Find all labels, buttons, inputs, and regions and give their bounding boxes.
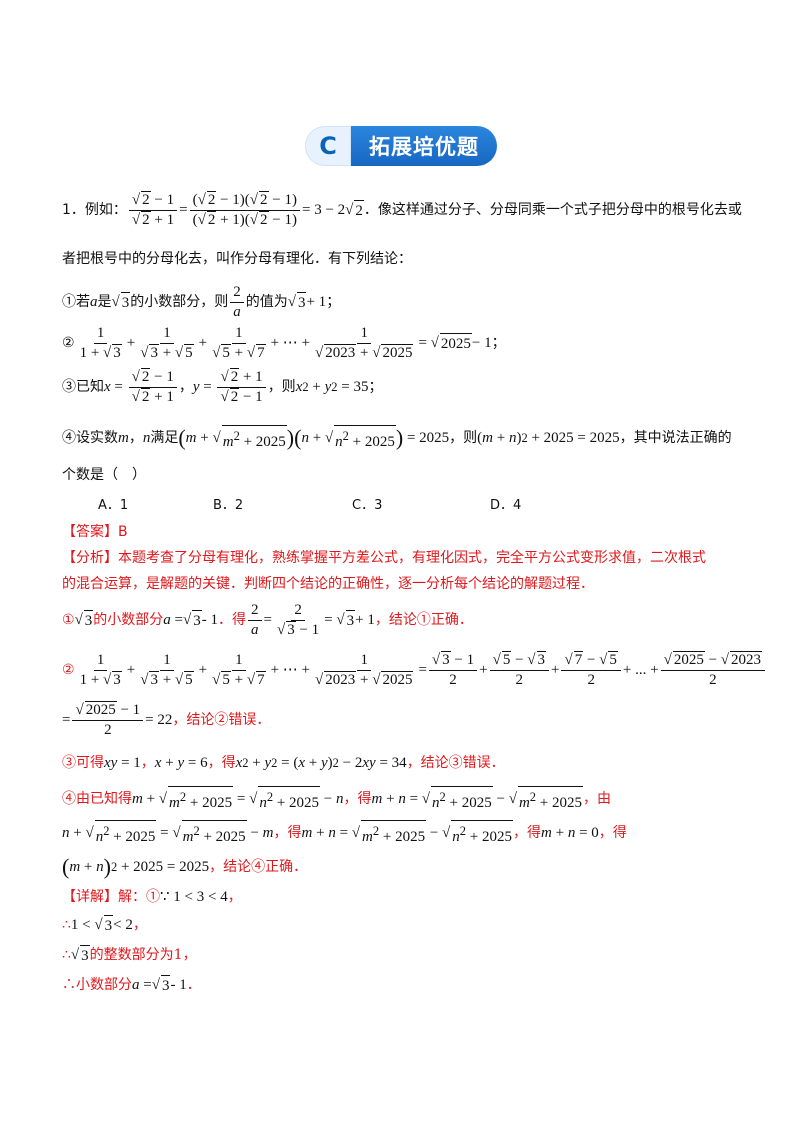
question-intro: 1． 例如： √2 − 1√2 + 1 = (√2 − 1)(√2 − 1)(√… [62,188,742,232]
detail-line2: ∴ 1 < √3 < 2， [62,914,147,936]
conclusion-3: ③已知 x = √2 − 1√2 + 1 ， y = √2 + 1√2 − 1 … [62,367,383,405]
question-last-line: 个数是（ ） [62,467,146,483]
section-title: 拓展培优题 [351,126,497,166]
analysis-line2: 的混合运算，是解题的关键．判断四个结论的正确性，逐一分析每个结论的解题过程． [62,576,594,592]
analysis-4: ④由已知得 m + √m2 + 2025 = √n2 + 2025 − n ，得… [62,784,611,814]
detail-line4: ∴小数部分 a =√3 - 1 ． [62,974,201,996]
section-badge: C 拓展培优题 [305,126,497,166]
analysis-line1: 【分析】本题考查了分母有理化，熟练掌握平方差公式，有理化因式，完全平方公式变形求… [62,550,706,566]
analysis-label: 【分析】 [62,550,118,566]
section-letter: C [305,126,351,166]
detail-line3: ∴ √3 的整数部分为1， [62,944,197,966]
option-b: B．2 [213,498,244,513]
conclusion-4: ④设实数 m，n 满足 (m + √m2 + 2025)(n + √n2 + 2… [62,424,732,450]
detail-label: 【详解】 [62,889,118,905]
analysis-4-cont: n + √n2 + 2025 = √m2 + 2025 − m ，得 m + n… [62,818,627,848]
intro-line2: 者把根号中的分母化去，叫作分母有理化．有下列结论： [62,251,412,267]
intro-prefix: 例如： [84,202,127,218]
analysis-4-final: (m + n)2 + 2025 = 2025 ，结论④正确． [62,854,308,879]
option-c: C．3 [352,498,383,513]
question-number: 1． [62,202,85,218]
answer: 【答案】B [62,522,128,542]
option-d: D．4 [490,498,522,513]
detail-line1: 【详解】 解：① ∵ 1 < 3 < 4， [62,889,242,905]
answer-label: 【答案】 [62,524,118,540]
intro-suffix: ．像这样通过分子、分母同乘一个式子把分母中的根号化去或 [363,202,742,218]
example-formula: √2 − 1√2 + 1 = (√2 − 1)(√2 − 1)(√2 + 1)(… [127,190,364,229]
answer-value: B [118,524,128,540]
option-a: A．1 [98,498,129,513]
